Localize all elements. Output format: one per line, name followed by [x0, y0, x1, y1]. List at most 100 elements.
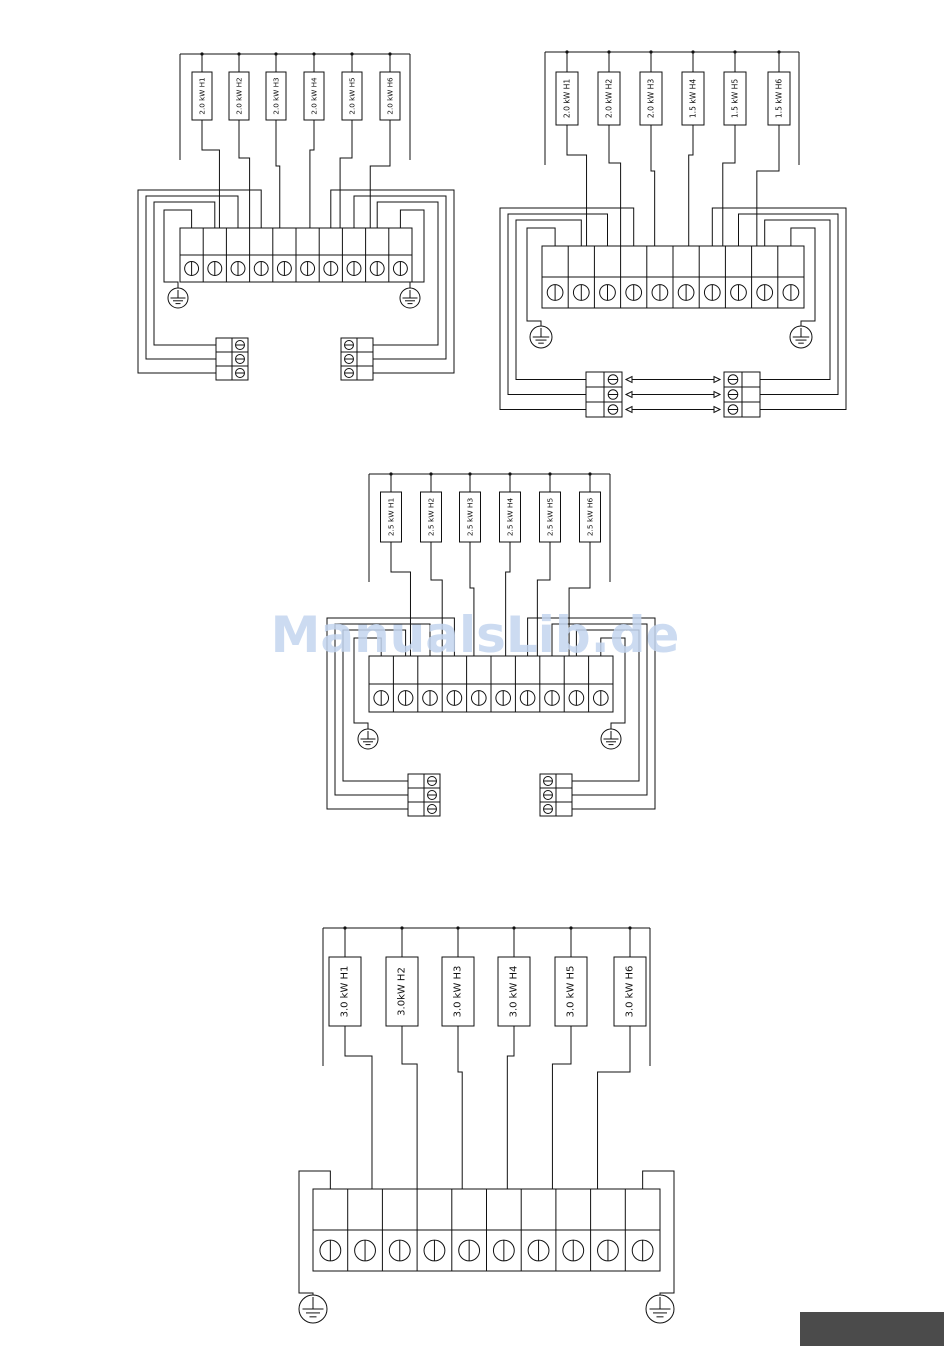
heater-label: 2.5 kW H3: [466, 498, 475, 537]
connector-cell: [357, 366, 373, 380]
heater-element-h4: 1.5 kW H4: [682, 72, 704, 125]
heater-element-h6: 2.5 kW H6: [580, 492, 601, 542]
heater-label: 2.0 kW H4: [310, 77, 319, 115]
connector-cell: [586, 402, 604, 417]
connector-cell: [216, 366, 232, 380]
wire: [458, 1026, 462, 1189]
wire: [340, 120, 352, 228]
heater-element-h1: 2.0 kW H1: [192, 72, 212, 120]
wire: [202, 120, 219, 228]
heater-element-h2: 3.0kW H2: [386, 957, 418, 1026]
connector-cell: [357, 338, 373, 352]
heater-element-h6: 1.5 kW H6: [768, 72, 790, 125]
heater-label: 2.0 kW H1: [198, 77, 207, 114]
screw-terminal-icon: [544, 791, 553, 800]
screw-terminal-icon: [544, 777, 553, 786]
screw-terminal-icon: [345, 355, 354, 364]
heater-element-h3: 2.0 kW H3: [640, 72, 662, 125]
heater-label: 2.5 kW H5: [546, 498, 555, 537]
heater-element-h3: 2.0 kW H3: [266, 72, 286, 120]
screw-terminal-icon: [728, 375, 738, 385]
heater-label: 2.0 kW H3: [647, 79, 656, 119]
heater-label: 3.0 kW H3: [453, 966, 464, 1018]
screw-terminal-icon: [608, 375, 618, 385]
three-pole-connector: [341, 338, 373, 380]
three-pole-connector: [408, 774, 440, 816]
heater-element-h4: 2.0 kW H4: [304, 72, 324, 120]
heater-element-h5: 1.5 kW H5: [724, 72, 746, 125]
screw-terminal-icon: [428, 777, 437, 786]
wire: [651, 125, 655, 246]
heater-label: 3.0 kW H4: [509, 966, 520, 1018]
heater-element-h3: 2.5 kW H3: [460, 492, 481, 542]
screw-terminal-icon: [428, 805, 437, 814]
arrow-head-right-icon: [714, 377, 720, 383]
connector-cell: [742, 387, 760, 402]
screw-terminal-icon: [236, 369, 245, 378]
arrow-head-left-icon: [626, 392, 632, 398]
connector-cell: [556, 788, 572, 802]
wire: [345, 1026, 372, 1189]
screw-terminal-icon: [544, 805, 553, 814]
terminal-block: [180, 228, 412, 282]
wire: [567, 125, 587, 246]
wire: [723, 125, 735, 246]
page-tab: [800, 1312, 944, 1346]
connector-cell: [216, 338, 232, 352]
heater-element-h2: 2.0 kW H2: [229, 72, 249, 120]
wire: [598, 1026, 630, 1189]
connector-cell: [408, 802, 424, 816]
diagram-1: 2.0 kW H1 2.0 kW H2 2.0 kW H3 2.0 kW H4 2.0 …: [138, 52, 454, 380]
wire: [276, 120, 280, 228]
wire: [239, 120, 250, 228]
arrow-head-left-icon: [626, 377, 632, 383]
heater-element-h4: 2.5 kW H4: [500, 492, 521, 542]
heater-element-h2: 2.0 kW H2: [598, 72, 620, 125]
screw-terminal-icon: [728, 405, 738, 415]
heater-element-h1: 2.5 kW H1: [381, 492, 402, 542]
heater-label: 1.5 kW H4: [689, 79, 698, 119]
three-pole-connector: [540, 774, 572, 816]
ground-symbol-icon: [400, 288, 420, 308]
heater-label: 3.0 kW H6: [625, 966, 636, 1018]
ground-symbol-icon: [530, 326, 552, 348]
ground-symbol-icon: [601, 729, 621, 749]
connector-cell: [586, 387, 604, 402]
heater-label: 2.5 kW H1: [387, 498, 396, 537]
wire: [402, 1026, 417, 1189]
heater-label: 1.5 kW H6: [775, 79, 784, 119]
connector-cell: [586, 372, 604, 387]
connector-cell: [742, 372, 760, 387]
heater-element-h2: 2.5 kW H2: [421, 492, 442, 542]
connector-cell: [408, 788, 424, 802]
arrow-head-right-icon: [714, 407, 720, 413]
wire: [310, 120, 314, 228]
heater-label: 2.0 kW H1: [563, 79, 572, 119]
wire: [757, 125, 779, 246]
screw-terminal-icon: [608, 405, 618, 415]
wire: [507, 1026, 514, 1189]
screw-terminal-icon: [236, 341, 245, 350]
connector-cell: [357, 352, 373, 366]
heater-element-h4: 3.0 kW H4: [498, 957, 530, 1026]
heater-element-h1: 2.0 kW H1: [556, 72, 578, 125]
three-pole-connector: [216, 338, 248, 380]
heater-label: 2.0 kW H2: [235, 77, 244, 114]
wire: [689, 125, 693, 246]
three-pole-connector: [586, 372, 622, 417]
terminal-block: [313, 1189, 660, 1271]
wire: [370, 120, 390, 228]
heater-label: 3.0kW H2: [397, 967, 408, 1016]
ground-symbol-icon: [299, 1295, 327, 1323]
arrow-head-left-icon: [626, 407, 632, 413]
heater-element-h6: 3.0 kW H6: [614, 957, 646, 1026]
screw-terminal-icon: [608, 390, 618, 400]
ground-symbol-icon: [358, 729, 378, 749]
heater-label: 2.5 kW H4: [506, 498, 515, 537]
heater-label: 2.0 kW H2: [605, 79, 614, 119]
heater-label: 2.0 kW H5: [348, 77, 357, 114]
connector-cell: [556, 802, 572, 816]
connector-cell: [556, 774, 572, 788]
heater-element-h5: 3.0 kW H5: [555, 957, 587, 1026]
